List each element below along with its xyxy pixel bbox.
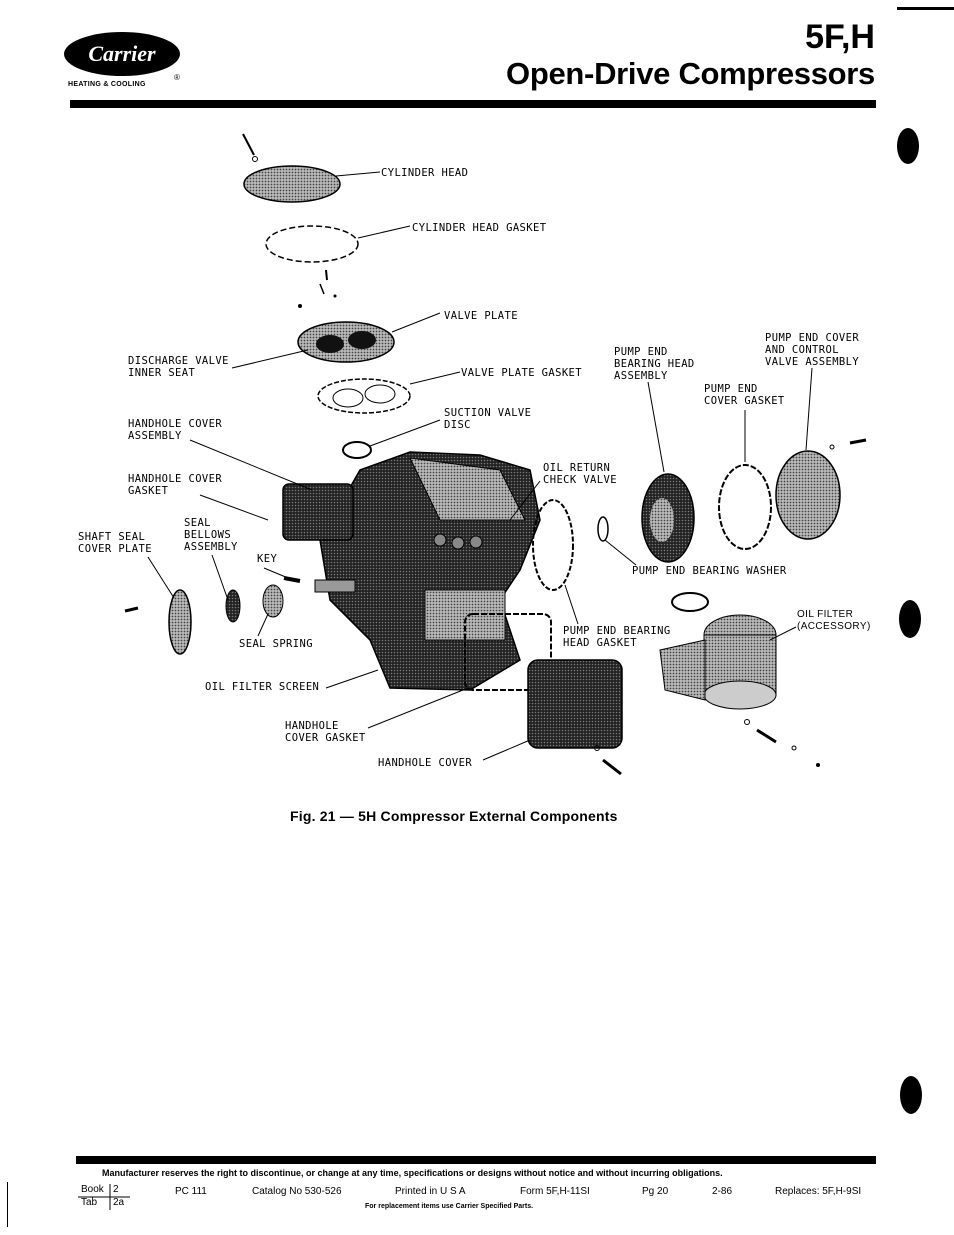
printed-in: Printed in U S A xyxy=(395,1186,466,1197)
binder-hole-mark xyxy=(897,128,919,164)
carrier-logo: Carrier ® xyxy=(64,32,180,82)
cylinder-head-part xyxy=(243,165,341,203)
brand-wordmark: Carrier xyxy=(88,41,156,66)
label-oil-filter-accessory: OIL FILTER (ACCESSORY) xyxy=(797,609,871,632)
binder-hole-mark xyxy=(899,600,921,638)
compressor-exploded-diagram xyxy=(124,133,867,776)
label-valve-plate: VALVE PLATE xyxy=(444,310,518,322)
label-seal-spring: SEAL SPRING xyxy=(239,638,313,650)
label-key: KEY xyxy=(257,553,278,565)
replaces-form: Replaces: 5F,H-9SI xyxy=(775,1186,862,1197)
book-tab-box: Book 2 Tab 2a xyxy=(78,1184,130,1210)
pc-number: PC 111 xyxy=(175,1186,207,1197)
tab-value: 2a xyxy=(113,1197,125,1208)
cylinder-head-gasket-part xyxy=(265,225,359,263)
figure-caption: Fig. 21 — 5H Compressor External Compone… xyxy=(290,808,618,824)
label-pump-end-cover-gasket: PUMP END COVER GASKET xyxy=(704,383,785,407)
form-number: Form 5F,H-11SI xyxy=(520,1186,590,1197)
label-handhole-cover-assembly: HANDHOLE COVER ASSEMBLY xyxy=(128,418,223,442)
label-suction-valve-disc: SUCTION VALVE DISC xyxy=(444,407,532,431)
print-date: 2-86 xyxy=(712,1186,733,1197)
label-handhole-cover: HANDHOLE COVER xyxy=(378,757,473,769)
label-valve-plate-gasket: VALVE PLATE GASKET xyxy=(461,367,582,379)
suction-valve-disc-part xyxy=(342,441,372,459)
label-handhole-cover-gasket-upper: HANDHOLE COVER GASKET xyxy=(128,473,223,497)
registered-mark: ® xyxy=(174,73,180,82)
page-number: Pg 20 xyxy=(642,1186,669,1197)
header-rule xyxy=(70,100,876,108)
book-label: Book xyxy=(81,1184,104,1195)
label-pump-end-bearing-head-assembly: PUMP END BEARING HEAD ASSEMBLY xyxy=(614,346,695,382)
label-shaft-seal-cover-plate: SHAFT SEAL COVER PLATE xyxy=(78,531,152,555)
catalog-number: Catalog No 530-526 xyxy=(252,1186,342,1197)
corner-mark xyxy=(897,7,954,10)
label-discharge-valve-inner-seat: DISCHARGE VALVE INNER SEAT xyxy=(128,355,229,379)
label-pump-end-bearing-washer: PUMP END BEARING WASHER xyxy=(632,565,787,577)
label-handhole-cover-gasket-lower: HANDHOLE COVER GASKET xyxy=(285,720,366,744)
label-oil-return-check-valve: OIL RETURN CHECK VALVE xyxy=(543,462,617,486)
label-pump-end-cover-control-valve: PUMP END COVER AND CONTROL VALVE ASSEMBL… xyxy=(765,332,860,368)
label-seal-bellows-assembly: SEAL BELLOWS ASSEMBLY xyxy=(184,517,238,553)
label-cylinder-head: CYLINDER HEAD xyxy=(381,167,469,179)
book-value: 2 xyxy=(113,1184,119,1195)
margin-line xyxy=(7,1182,8,1227)
footer-rule xyxy=(76,1156,876,1164)
page-title: Open-Drive Compressors xyxy=(506,56,875,91)
disclaimer: Manufacturer reserves the right to disco… xyxy=(102,1168,723,1178)
model-number: 5F,H xyxy=(805,18,875,56)
bolt-icon xyxy=(242,133,255,156)
replacement-note: For replacement items use Carrier Specif… xyxy=(365,1203,534,1210)
tab-label: Tab xyxy=(81,1197,98,1208)
valve-plate-part xyxy=(297,321,395,363)
binder-hole-mark xyxy=(900,1076,922,1114)
label-pump-end-bearing-head-gasket: PUMP END BEARING HEAD GASKET xyxy=(563,625,671,649)
brand-subtitle: HEATING & COOLING xyxy=(68,81,146,88)
label-cylinder-head-gasket: CYLINDER HEAD GASKET xyxy=(412,222,547,234)
label-oil-filter-screen: OIL FILTER SCREEN xyxy=(205,681,320,693)
